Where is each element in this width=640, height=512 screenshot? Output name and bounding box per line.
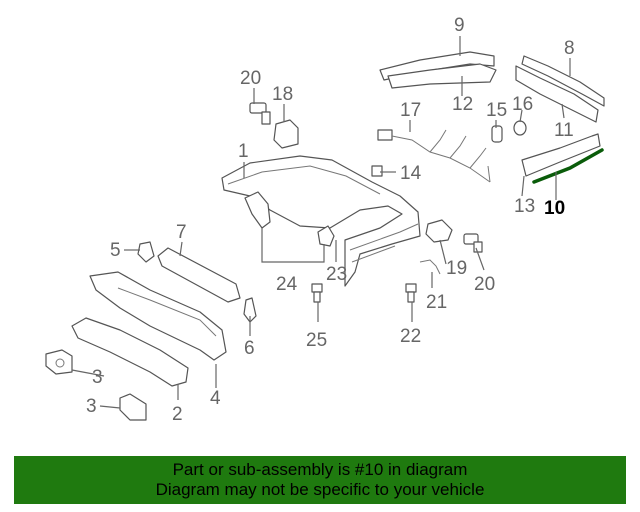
callout-9: 9 (454, 15, 465, 36)
callout-25: 25 (306, 330, 327, 351)
clip-14-part (371, 165, 383, 177)
bolt-20a-part (249, 102, 271, 125)
banner-line-2: Diagram may not be specific to your vehi… (155, 480, 485, 499)
callout-19: 19 (446, 258, 467, 279)
callout-14: 14 (400, 163, 422, 184)
callout-6: 6 (244, 338, 255, 359)
callout-13: 13 (514, 196, 535, 217)
bracket-19-part (425, 219, 453, 243)
banner-line-1: Part or sub-assembly is #10 in diagram (172, 460, 468, 479)
callout-23: 23 (326, 264, 347, 285)
clip-5-part (137, 241, 155, 263)
bolt-20b-part (463, 233, 483, 253)
callout-3b: 3 (86, 396, 97, 417)
callout-22: 22 (400, 326, 421, 347)
callout-16: 16 (512, 94, 533, 115)
callout-12: 12 (452, 94, 473, 115)
parts-diagram: 1 2 3 3 4 5 6 7 8 9 10 11 12 13 14 15 16… (45, 15, 605, 425)
lower-bar-2-part (71, 317, 189, 387)
callout-5: 5 (110, 240, 121, 261)
callout-11: 11 (554, 120, 574, 141)
bracket-3b-part (119, 393, 147, 421)
moulding-9-12-part (379, 51, 497, 89)
wiring-harness-17-part (377, 129, 491, 183)
pin-25-part (311, 283, 323, 303)
callout-15: 15 (486, 100, 507, 121)
pin-22-part (405, 283, 417, 303)
moulding-8-11-part (515, 55, 605, 123)
bracket-24-left-part (244, 191, 271, 229)
callout-8: 8 (564, 38, 575, 59)
grommet-16-part (513, 120, 527, 136)
callout-24: 24 (276, 274, 298, 295)
highlighted-part-10 (532, 148, 604, 184)
callout-20b: 20 (474, 274, 495, 295)
callout-4: 4 (210, 388, 221, 409)
info-banner: Part or sub-assembly is #10 in diagram D… (14, 456, 626, 504)
callout-18: 18 (272, 84, 293, 105)
reinforcement-4-part (89, 271, 227, 361)
absorber-7-part (157, 247, 241, 303)
bumper-cover-part (221, 155, 421, 287)
clip-6-part (243, 297, 257, 323)
callout-21: 21 (426, 292, 447, 313)
bracket-18-part (273, 119, 299, 149)
callout-7: 7 (176, 222, 187, 243)
callout-20a: 20 (240, 68, 261, 89)
grommet-15-part (491, 125, 503, 143)
callout-17: 17 (400, 100, 421, 121)
callout-10: 10 (544, 198, 565, 219)
callout-2: 2 (172, 404, 183, 425)
callout-3a: 3 (92, 367, 103, 388)
callouts: 1 2 3 3 4 5 6 7 8 9 10 11 12 13 14 15 16… (86, 15, 575, 425)
bracket-24-right-part (317, 225, 335, 247)
leader-lines (71, 36, 571, 409)
bracket-3a-part (45, 349, 73, 375)
clip-21-part (419, 259, 441, 275)
callout-1: 1 (238, 141, 249, 162)
strip-13-part (521, 133, 601, 177)
